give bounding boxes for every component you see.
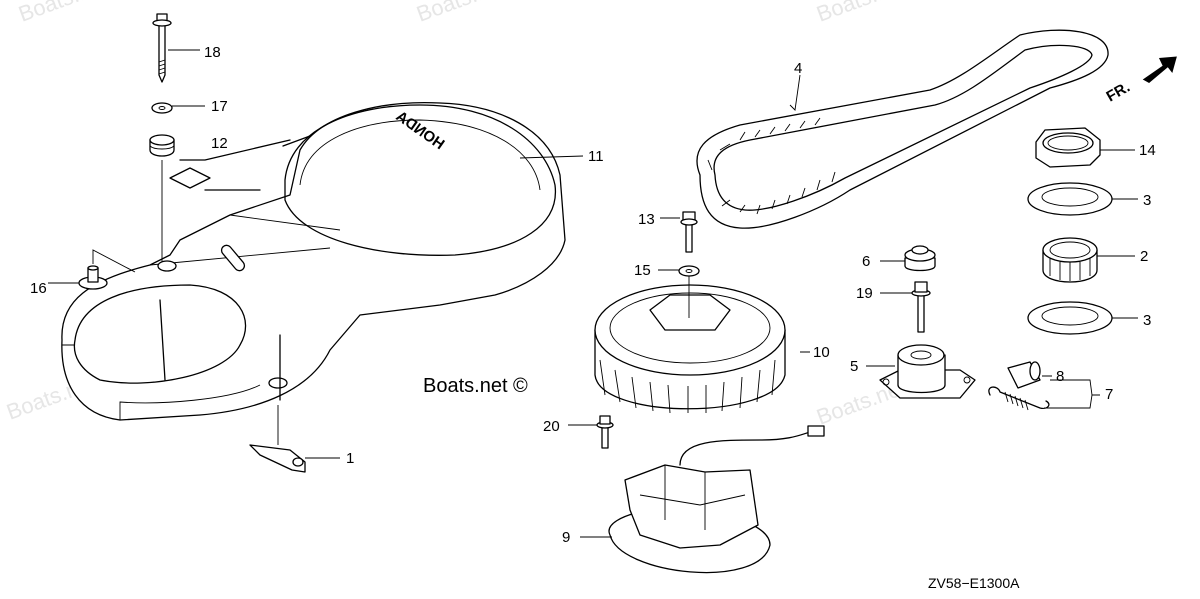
part-13-bolt xyxy=(680,211,698,253)
callout-2: 2 xyxy=(1140,248,1148,265)
leader-lines xyxy=(48,49,1138,538)
callout-labels: 18 17 12 11 16 1 4 14 3 2 3 13 15 6 19 1… xyxy=(30,44,1156,546)
callout-8: 8 xyxy=(1056,368,1064,385)
watermark: Boats.net xyxy=(813,0,909,27)
front-label: FR. xyxy=(1104,79,1133,106)
front-direction-indicator: FR. xyxy=(1104,56,1177,106)
callout-5: 5 xyxy=(850,358,858,375)
part-10-flywheel-pulley xyxy=(594,276,786,414)
part-4-timing-belt xyxy=(696,29,1109,229)
callout-11: 11 xyxy=(588,148,604,165)
watermark: Boats.net xyxy=(15,0,111,27)
callout-3-upper: 3 xyxy=(1143,192,1151,209)
callout-1: 1 xyxy=(346,450,354,467)
part-5-tensioner xyxy=(879,344,976,399)
part-3-washer-upper xyxy=(1027,182,1113,216)
callout-4: 4 xyxy=(794,60,802,77)
part-2-pulley xyxy=(1042,237,1098,283)
callout-19: 19 xyxy=(856,285,873,302)
part-19-bolt xyxy=(911,281,931,333)
callout-12: 12 xyxy=(211,135,228,152)
part-3-washer-lower xyxy=(1027,301,1113,335)
callout-15: 15 xyxy=(634,262,651,279)
part-12-grommet xyxy=(149,134,175,157)
part-8-collar xyxy=(1007,361,1041,389)
callout-18: 18 xyxy=(204,44,221,61)
callout-7: 7 xyxy=(1105,386,1113,403)
callout-6: 6 xyxy=(862,253,870,270)
part-1-clip xyxy=(249,405,306,473)
part-11-belt-cover: HONDA xyxy=(61,101,566,421)
callout-16: 16 xyxy=(30,280,47,297)
watermark-main: Boats.net © xyxy=(423,375,528,397)
part-14-nut xyxy=(1035,127,1101,168)
callout-9: 9 xyxy=(562,529,570,546)
part-20-bolt xyxy=(596,415,614,449)
part-18-bolt xyxy=(152,13,172,83)
part-16-collar xyxy=(78,249,136,290)
part-9-charge-coil xyxy=(608,425,825,574)
callout-20: 20 xyxy=(543,418,560,435)
callout-13: 13 xyxy=(638,211,655,228)
callout-3-lower: 3 xyxy=(1143,312,1151,329)
part-6-cap xyxy=(904,245,936,272)
callout-14: 14 xyxy=(1139,142,1156,159)
diagram-code: ZV58−E1300A xyxy=(928,575,1020,591)
part-17-washer xyxy=(151,102,173,114)
callout-17: 17 xyxy=(211,98,228,115)
part-15-washer xyxy=(678,265,700,277)
watermark: Boats.net xyxy=(413,0,509,27)
callout-10: 10 xyxy=(813,344,830,361)
part-7-spring xyxy=(988,386,1050,411)
